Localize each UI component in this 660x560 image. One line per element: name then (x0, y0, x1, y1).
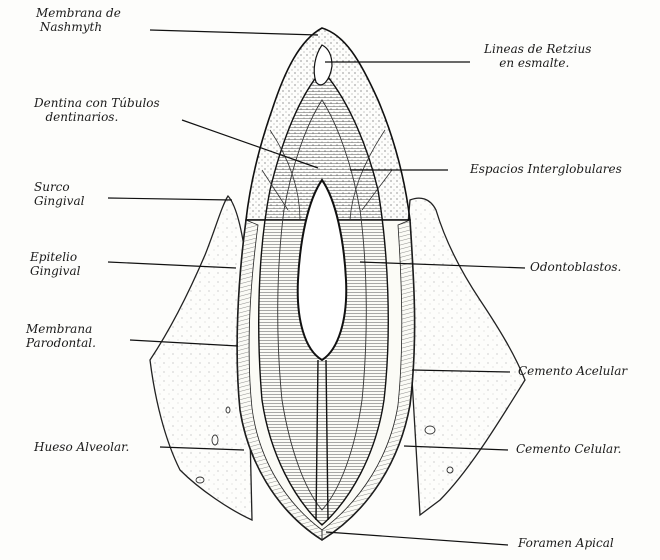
label-membrana-nashmyth: Membrana de Nashmyth (36, 6, 121, 34)
label-surco-gingival: Surco Gingival (34, 180, 84, 208)
label-hueso-alveolar: Hueso Alveolar. (34, 440, 129, 454)
label-cemento-acelular: Cemento Acelular (518, 364, 627, 378)
label-epitelio-gingival: Epitelio Gingival (30, 250, 80, 278)
label-espacios-interglobulares: Espacios Interglobulares (470, 162, 622, 176)
label-cemento-celular: Cemento Celular. (516, 442, 621, 456)
label-lineas-retzius: Lineas de Retzius en esmalte. (484, 42, 591, 70)
label-dentina-tubulos: Dentina con Túbulos dentinarios. (34, 96, 160, 124)
label-membrana-parodontal: Membrana Parodontal. (26, 322, 96, 350)
label-odontoblastos: Odontoblastos. (530, 260, 621, 274)
label-foramen-apical: Foramen Apical (518, 536, 614, 550)
gingiva-right (405, 198, 525, 515)
